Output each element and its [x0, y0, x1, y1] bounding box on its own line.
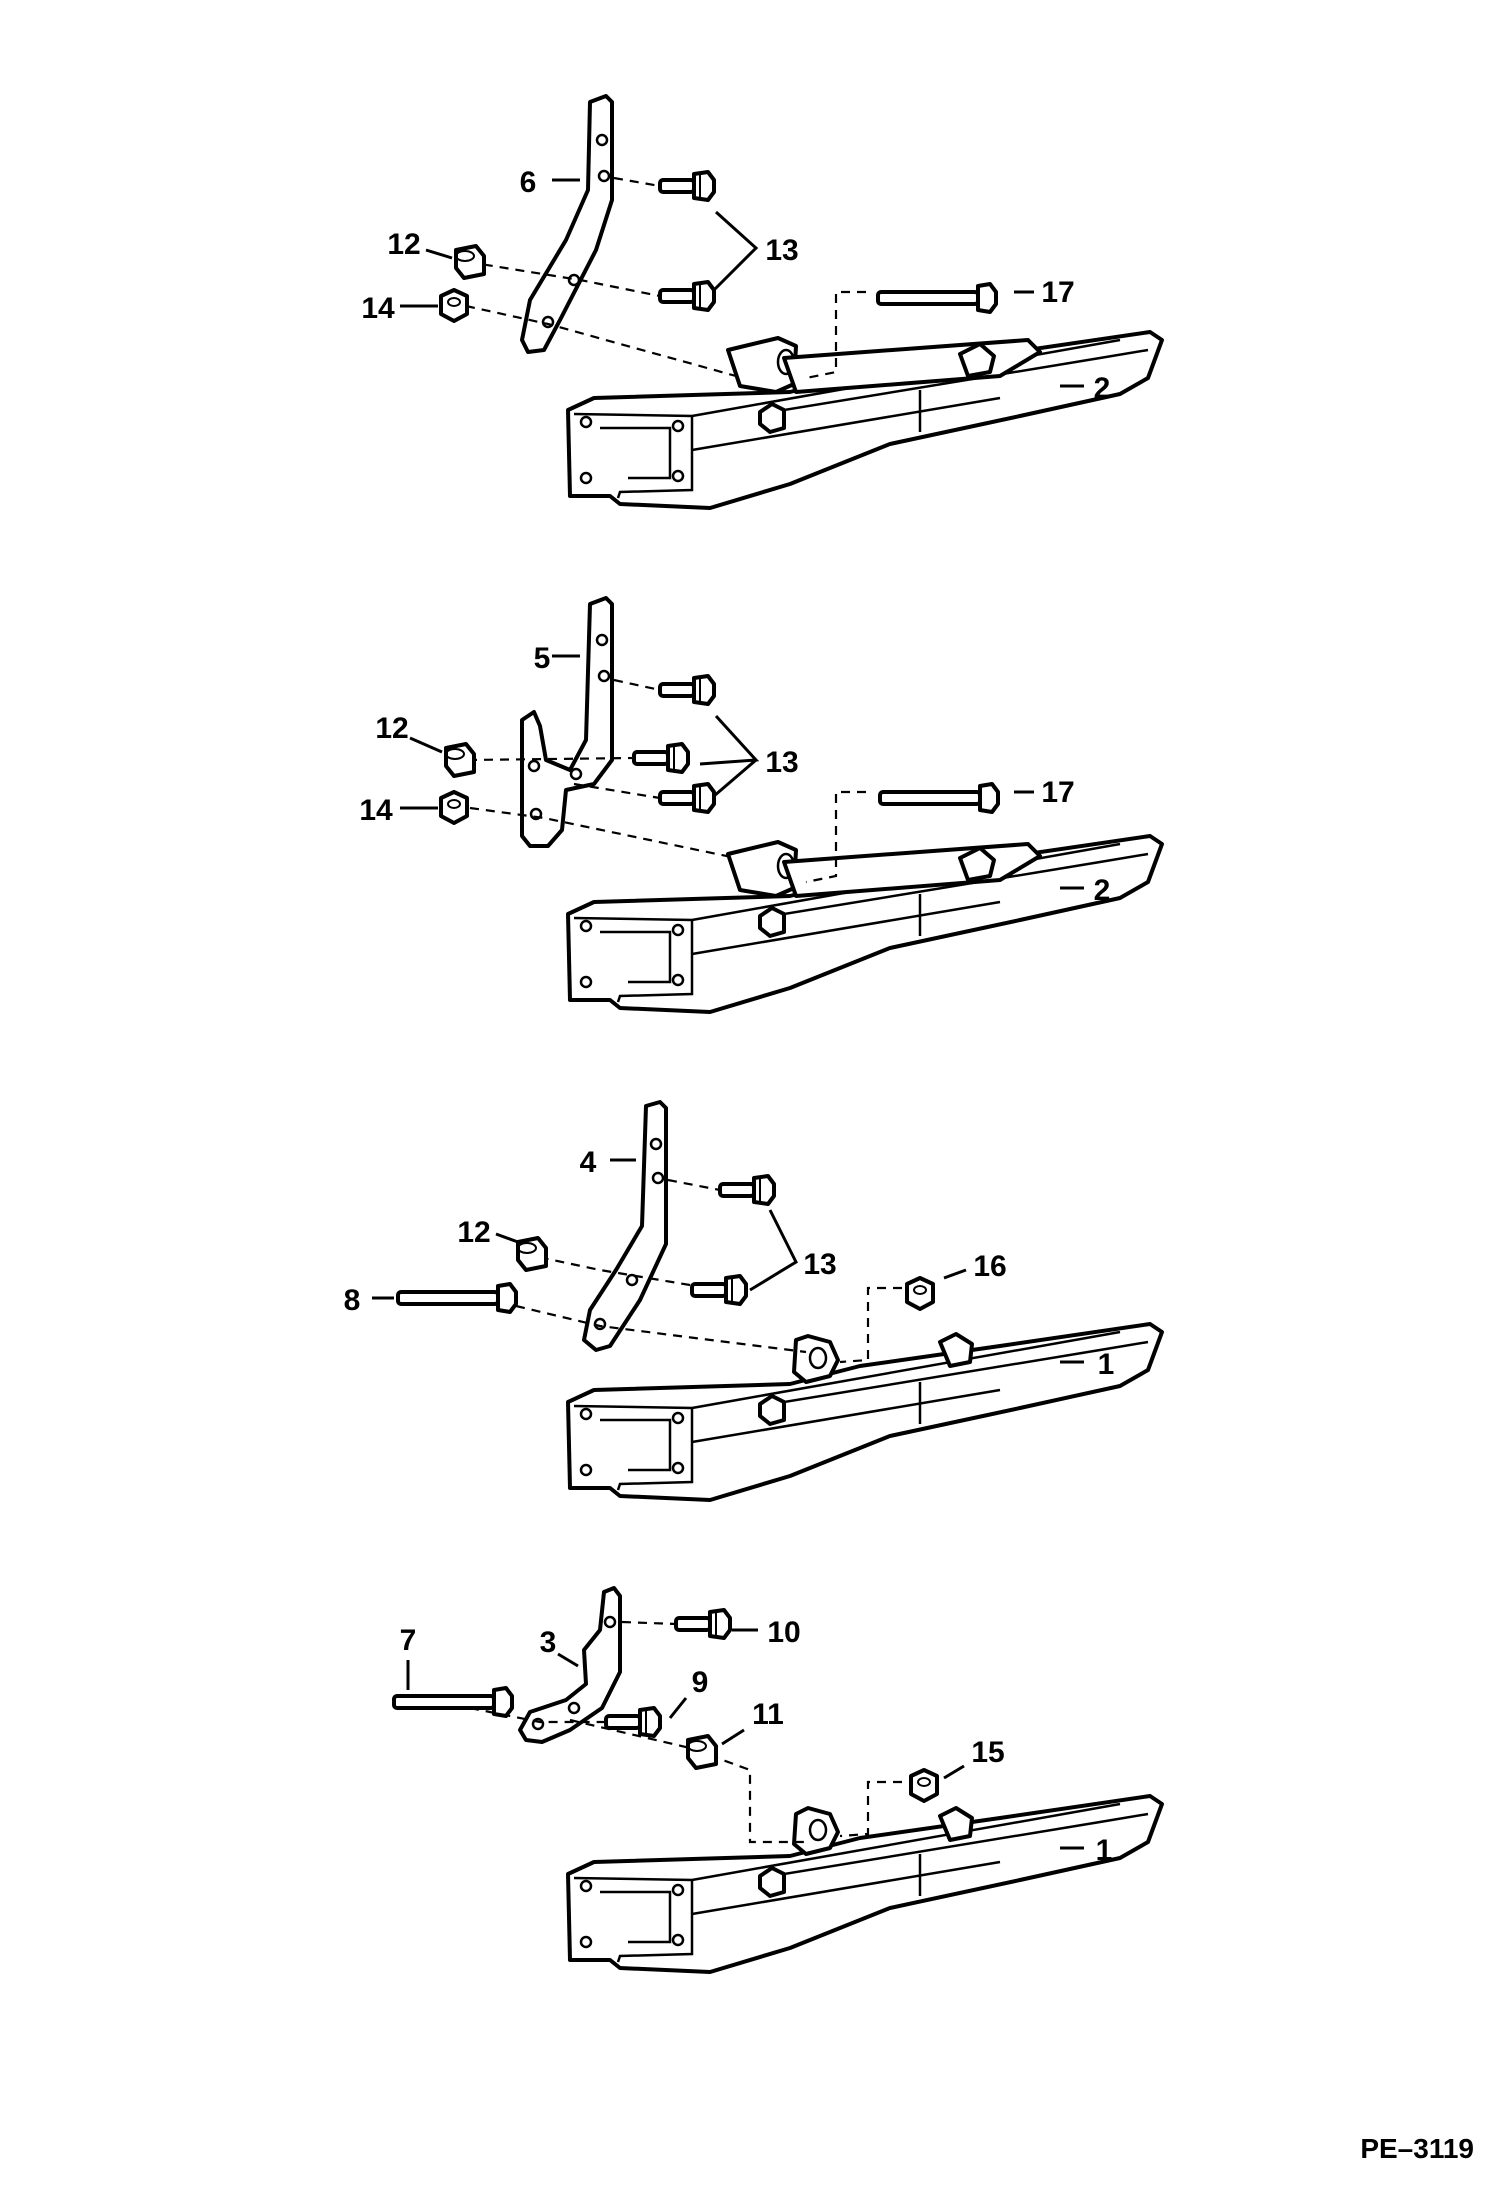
callout-12: 12: [457, 1216, 490, 1249]
callout-6: 6: [520, 166, 537, 199]
callout-3: 3: [540, 1626, 557, 1659]
assembly-view-2: [400, 596, 1164, 1014]
bolt-7: [392, 1686, 514, 1718]
spacer-12: [444, 742, 476, 778]
bracket-6: [520, 94, 614, 354]
bolt-13a: [658, 674, 716, 706]
frame-1-lower: [566, 1322, 1164, 1502]
callout-9: 9: [692, 1666, 709, 1699]
assembly-view-1: [400, 94, 1164, 510]
nut-14: [439, 288, 469, 323]
callout-17: 17: [1041, 776, 1074, 809]
bolt-10: [674, 1608, 732, 1640]
callout-13: 13: [765, 746, 798, 779]
callout-7: 7: [400, 1624, 417, 1657]
callout-16: 16: [973, 1250, 1006, 1283]
callout-12: 12: [375, 712, 408, 745]
bolt-13a: [658, 170, 716, 202]
callout-1: 1: [1096, 1834, 1113, 1867]
bolt-17: [876, 282, 998, 314]
nut-15: [909, 1768, 939, 1803]
callout-14: 14: [361, 292, 395, 325]
bolt-13a: [718, 1174, 776, 1206]
figure-reference: PE–3119: [1360, 2133, 1474, 2164]
callout-2: 2: [1094, 874, 1111, 907]
callout-8: 8: [344, 1284, 361, 1317]
nut-16: [905, 1276, 935, 1311]
callout-11: 11: [752, 1698, 784, 1731]
callout-2: 2: [1094, 372, 1111, 405]
callout-13: 13: [803, 1248, 836, 1281]
bracket-3: [518, 1586, 622, 1744]
assembly-view-4: [392, 1586, 1164, 1974]
nut-14: [439, 790, 469, 825]
bolt-13b: [690, 1274, 748, 1306]
bolt-8: [396, 1282, 518, 1314]
spacer-12: [454, 244, 486, 280]
bolt-13c: [658, 782, 716, 814]
spacer-12: [516, 1236, 548, 1272]
bolt-17: [878, 782, 1000, 814]
callout-13: 13: [765, 234, 798, 267]
callout-4: 4: [580, 1146, 597, 1179]
callout-17: 17: [1041, 276, 1074, 309]
bolt-9: [604, 1706, 662, 1738]
spacer-11: [686, 1734, 718, 1770]
callout-14: 14: [359, 794, 393, 827]
assembly-view-3: [372, 1100, 1164, 1502]
callout-12: 12: [387, 228, 420, 261]
bracket-5: [520, 596, 614, 848]
callout-15: 15: [971, 1736, 1004, 1769]
callout-1: 1: [1098, 1348, 1115, 1381]
bolt-13b: [658, 280, 716, 312]
callout-10: 10: [767, 1616, 800, 1649]
frame-1-bottom: [566, 1794, 1164, 1974]
bracket-4: [582, 1100, 668, 1352]
callout-5: 5: [534, 642, 551, 675]
bolt-13b: [632, 742, 690, 774]
